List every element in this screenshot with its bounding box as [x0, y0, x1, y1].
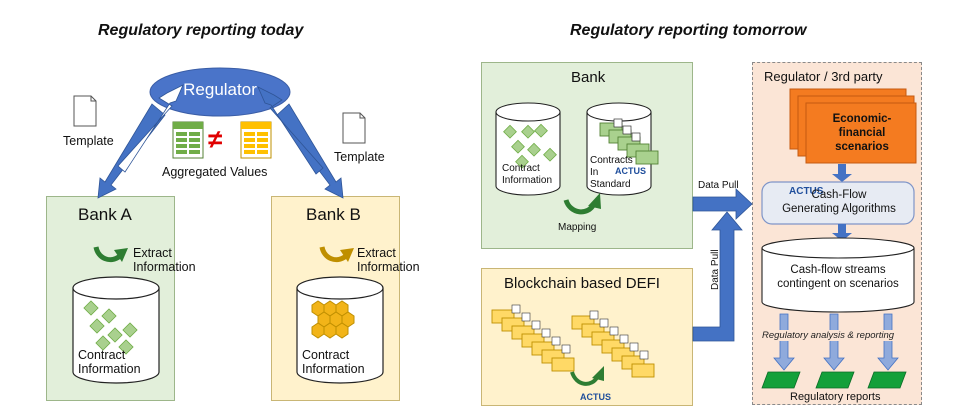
spreadsheet-green-icon — [172, 121, 204, 159]
scenario-down-arrow — [832, 164, 852, 182]
actus-logo-algorithms: ACTUS — [789, 186, 824, 197]
cf-algorithms-label: Cash-Flow Generating Algorithms — [782, 189, 896, 215]
left-title: Regulatory reporting today — [98, 22, 304, 39]
diamonds-a — [83, 300, 138, 355]
report-shapes — [761, 371, 907, 389]
spreadsheet-yellow-icon — [240, 121, 272, 159]
actus-logo-defi: ACTUS — [580, 392, 611, 402]
bank-b-extract-label: Extract Information — [357, 246, 420, 274]
bank-a-contract-label: Contract Information — [78, 348, 141, 376]
aggregated-values-label: Aggregated Values — [162, 165, 268, 179]
actus-logo-bank: ACTUS — [615, 166, 646, 176]
template-label-left: Template — [63, 134, 114, 148]
hexagons-b — [311, 300, 355, 339]
regulatory-analysis-label: Regulatory analysis & reporting — [762, 330, 895, 341]
defi-contract-chain-left — [491, 309, 575, 372]
bank-contracts-in-label: Contracts In — [590, 155, 633, 178]
cf-streams-label: Cash-flow streams contingent on scenario… — [777, 264, 899, 290]
regulator-label: Regulator — [183, 80, 257, 99]
template-doc-right — [342, 112, 366, 144]
left-arrows-b — [257, 86, 344, 199]
data-pull-side-label: Data Pull — [710, 249, 721, 290]
scenario-stack — [789, 88, 917, 164]
data-pull-top-arrow — [692, 188, 753, 220]
bank-a-extract-label: Extract Information — [133, 246, 196, 274]
extract-arrow-b-icon — [319, 246, 348, 263]
bank-contract-info-label: Contract Information — [502, 163, 553, 186]
regulator-ellipse — [149, 67, 291, 117]
cf-streams-cylinder — [761, 237, 915, 313]
analysis-arrows — [773, 313, 899, 371]
left-arrows-a — [97, 84, 184, 199]
bank-a-title: Bank A — [78, 205, 132, 224]
bank-b-title: Bank B — [306, 205, 361, 224]
extract-arrow-a-icon — [93, 246, 122, 263]
left-diagram — [72, 67, 384, 384]
regulator-panel-title: Regulator / 3rd party — [764, 69, 883, 84]
regulatory-reports-label: Regulatory reports — [790, 391, 881, 403]
defi-contract-chain-right — [571, 315, 655, 378]
template-doc-left — [73, 95, 97, 127]
bank-b-contract-label: Contract Information — [302, 348, 365, 376]
not-equal-sign: ≠ — [208, 124, 223, 154]
right-title: Regulatory reporting tomorrow — [570, 22, 807, 39]
data-pull-side-arrow — [692, 211, 743, 342]
defi-panel-title: Blockchain based DEFI — [504, 275, 660, 292]
template-label-right: Template — [334, 150, 385, 164]
bank-standard-label: Standard — [590, 179, 631, 190]
data-pull-top-label: Data Pull — [698, 180, 739, 191]
mapping-label: Mapping — [558, 222, 597, 233]
bank-panel-title: Bank — [571, 69, 606, 86]
scenarios-label: Economic- financial scenarios — [832, 113, 892, 153]
algorithms-down-arrow — [832, 224, 852, 241]
